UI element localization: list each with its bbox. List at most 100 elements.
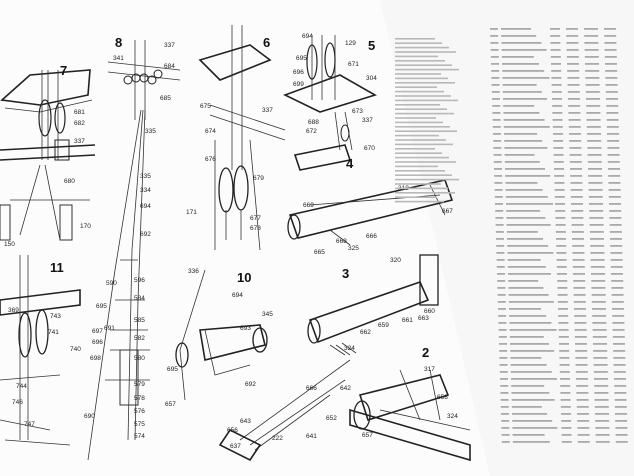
parts-table-cell (607, 161, 620, 163)
parts-table-cell (594, 392, 609, 394)
parts-table-cell (490, 49, 499, 51)
parts-table-cell (508, 294, 549, 296)
parts-table-cell (505, 189, 543, 191)
parts-table-cell (556, 238, 566, 240)
parts-list-line (395, 148, 435, 150)
parts-table-cell (570, 189, 583, 191)
parts-table-cell (567, 91, 580, 93)
part-label: 369 (8, 307, 19, 314)
parts-table-cell (552, 126, 563, 128)
parts-table-cell (561, 434, 572, 436)
diagram-number-6: 6 (263, 35, 270, 50)
parts-table-cell (571, 210, 584, 212)
parts-table-cell (495, 210, 504, 212)
parts-table-cell (492, 112, 501, 114)
parts-list-line (395, 170, 445, 172)
parts-list-line (395, 108, 447, 110)
part-label: 579 (134, 381, 145, 388)
part-label: 744 (16, 383, 27, 390)
parts-table-cell (590, 238, 604, 240)
part-label: 690 (84, 413, 95, 420)
parts-table-cell (587, 161, 602, 163)
parts-table-cell (613, 343, 625, 345)
parts-list-line (395, 126, 450, 128)
parts-table-cell (496, 259, 505, 261)
parts-table-cell (568, 98, 580, 100)
parts-table-cell (570, 175, 583, 177)
parts-table-cell (560, 385, 571, 387)
parts-table-cell (594, 399, 609, 401)
parts-table-cell (605, 91, 618, 93)
part-label: 129 (345, 40, 356, 47)
parts-table-cell (509, 322, 552, 324)
parts-table-cell (510, 343, 549, 345)
part-label: 663 (418, 315, 429, 322)
parts-list-line (395, 55, 438, 58)
parts-table-cell (592, 336, 607, 338)
parts-table-cell (595, 420, 610, 422)
parts-table-cell (497, 294, 506, 296)
parts-table-cell (507, 245, 549, 247)
parts-table-cell (595, 441, 610, 443)
parts-table-cell (574, 308, 586, 310)
parts-table-cell (512, 413, 547, 415)
parts-table-cell (615, 420, 628, 422)
parts-table-cell (551, 63, 561, 65)
part-label: 325 (348, 245, 359, 252)
parts-table-cell (574, 315, 587, 317)
parts-table-cell (494, 182, 503, 184)
parts-table-cell (491, 91, 500, 93)
parts-table-cell (553, 154, 564, 156)
diagram-number-10: 10 (237, 270, 251, 285)
parts-table-cell (604, 49, 617, 51)
parts-table-cell (554, 168, 564, 170)
parts-table-cell (501, 49, 547, 51)
part-label: 337 (74, 138, 85, 145)
parts-table-cell (610, 238, 622, 240)
parts-list-line (395, 200, 444, 203)
parts-table-cell (505, 175, 551, 177)
left-labels: 697 696 695 698 (90, 303, 107, 362)
parts-list-line (395, 152, 442, 154)
parts-table-cell (558, 329, 569, 331)
part-label: 222 (272, 435, 283, 442)
part-label: 694 (232, 292, 243, 299)
parts-table-cell (553, 147, 564, 149)
parts-table-cell (557, 280, 568, 282)
parts-table-cell (561, 413, 571, 415)
parts-table-cell (498, 336, 507, 338)
parts-table-cell (499, 343, 507, 345)
parts-table-cell (611, 301, 624, 303)
parts-table-cell (612, 308, 624, 310)
parts-table-cell (609, 217, 622, 219)
parts-table-cell (574, 322, 587, 324)
diagram-number-3: 3 (342, 266, 349, 281)
parts-table-cell (555, 231, 566, 233)
parts-table-cell (556, 266, 567, 268)
parts-list-line (395, 156, 449, 159)
parts-list-line (395, 178, 459, 181)
parts-list-line (395, 117, 436, 119)
parts-table-cell (496, 245, 505, 247)
parts-table-cell (607, 140, 620, 142)
parts-table-cell (499, 357, 508, 359)
parts-table-cell (558, 322, 569, 324)
part-label: 666 (306, 385, 317, 392)
part-label: 670 (364, 145, 375, 152)
part-label: 170 (80, 223, 91, 230)
parts-table-cell (609, 224, 622, 226)
parts-table-cell (559, 364, 570, 366)
parts-table-cell (566, 28, 578, 30)
part-label: 696 (92, 339, 103, 346)
part-label: 666 (366, 233, 377, 240)
parts-table-cell (506, 217, 546, 219)
parts-table-cell (586, 112, 601, 114)
parts-table-cell (572, 259, 585, 261)
parts-table-cell (588, 189, 603, 191)
parts-list-line (395, 121, 443, 124)
parts-list-line (395, 90, 444, 93)
parts-table-cell (556, 245, 567, 247)
parts-table-cell (605, 77, 618, 79)
parts-table-cell (512, 441, 550, 443)
